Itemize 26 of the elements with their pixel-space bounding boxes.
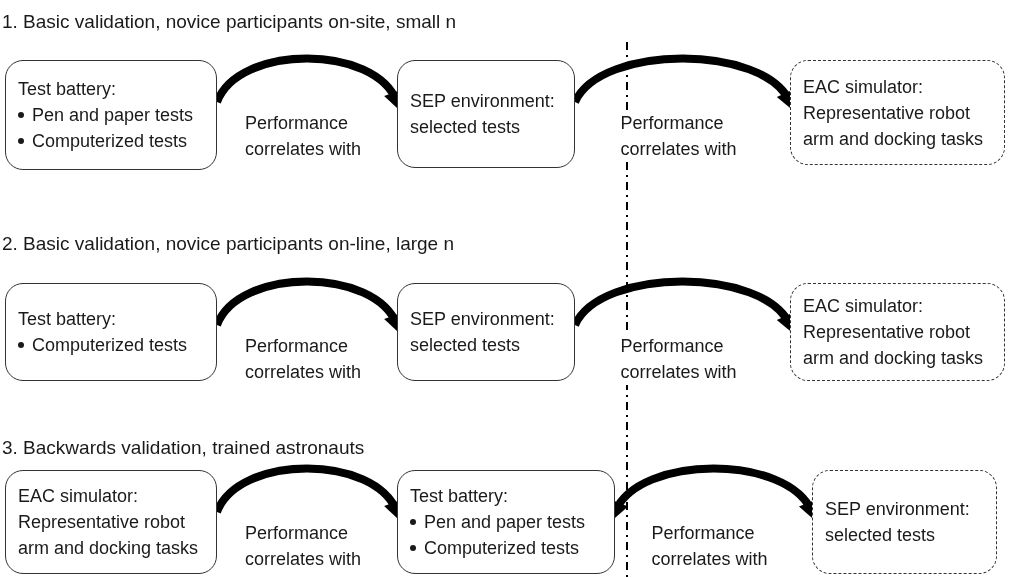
section-heading: 1. Basic validation, novice participants on-site, small n [2,10,457,34]
box-text: SEP environment: selected tests [410,308,556,357]
bullet-item: Computerized tests [32,130,188,153]
process-box [790,283,1005,381]
box-text: Test battery: [410,485,510,508]
bullet-item: Pen and paper tests [424,511,586,534]
process-box [812,470,997,574]
box-text: SEP environment: selected tests [410,90,556,139]
bullet-item: Pen and paper tests [32,104,194,127]
box-text: Test battery: [18,78,118,101]
process-box [397,470,615,574]
process-box [5,470,217,574]
section-heading: 2. Basic validation, novice participants on-line, large n [2,232,455,256]
bullet-item: Computerized tests [424,537,580,560]
box-text: EAC simulator: Representative robot arm and docking tasks [18,485,200,560]
section-heading: 3. Backwards validation, trained astronauts [2,436,365,460]
process-box [5,283,217,381]
bullet-item: Computerized tests [32,334,188,357]
box-text: Test battery: [18,308,118,331]
process-box [397,283,575,381]
box-text: SEP environment: selected tests [825,498,971,547]
box-text: EAC simulator: Representative robot arm and docking tasks [803,295,985,370]
process-box [790,60,1005,165]
process-box [397,60,575,168]
box-text: EAC simulator: Representative robot arm and docking tasks [803,75,985,151]
process-box [5,60,217,170]
